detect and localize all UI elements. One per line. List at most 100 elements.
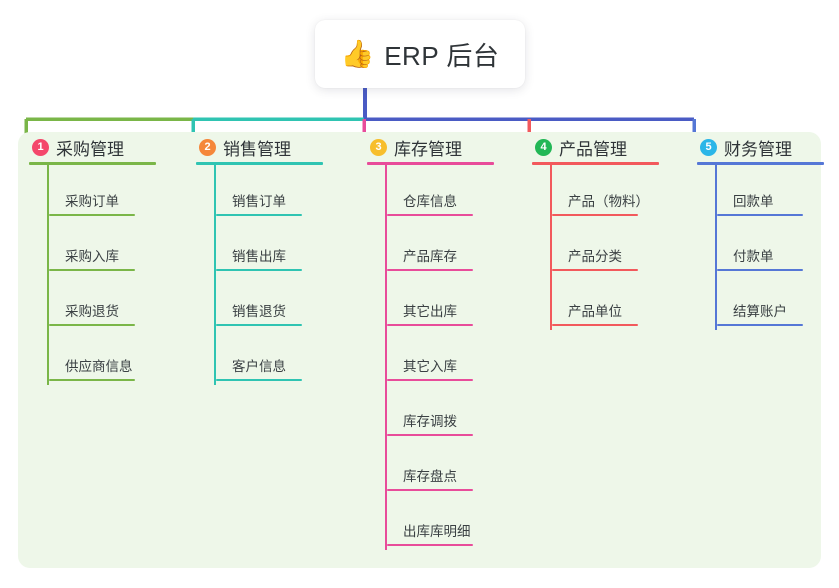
branch-item-underline (717, 214, 803, 216)
branch-item-underline (216, 324, 302, 326)
branch-item-label: 库存调拨 (403, 414, 457, 429)
root-node[interactable]: 👍 ERP 后台 (315, 20, 525, 88)
branch-item-underline (49, 324, 135, 326)
branch-item[interactable]: 销售订单 (198, 165, 352, 220)
branch-item-label: 出库库明细 (403, 524, 471, 539)
branch-column-2: 2 销售管理销售订单销售出库销售退货客户信息 (192, 132, 352, 385)
branch-item-label: 仓库信息 (403, 194, 457, 209)
branch-item-label: 供应商信息 (65, 359, 133, 374)
branch-item[interactable]: 销售出库 (198, 220, 352, 275)
branch-item[interactable]: 付款单 (699, 220, 839, 275)
branch-item-underline (717, 324, 803, 326)
thumbs-up-icon: 👍 (340, 38, 375, 69)
branch-title: 财务管理 (724, 139, 792, 159)
root-title: ERP 后台 (384, 40, 500, 71)
branch-column-3: 3 库存管理仓库信息产品库存其它出库其它入库库存调拨库存盘点出库库明细 (363, 132, 523, 550)
branch-item-label: 产品库存 (403, 249, 457, 264)
branch-title: 销售管理 (223, 139, 291, 159)
branch-item-label: 付款单 (733, 249, 774, 264)
branch-item[interactable]: 客户信息 (198, 330, 352, 385)
branch-item-list: 回款单付款单结算账户 (697, 165, 839, 330)
branch-title: 产品管理 (559, 139, 627, 159)
branch-item[interactable]: 结算账户 (699, 275, 839, 330)
branch-spine (47, 165, 49, 385)
branch-header-underline (697, 162, 824, 165)
branch-title: 库存管理 (394, 139, 462, 159)
branch-item-label: 采购退货 (65, 304, 119, 319)
branch-item-underline (216, 214, 302, 216)
branch-header-underline (196, 162, 323, 165)
branch-item-underline (387, 544, 473, 546)
branch-item-label: 其它出库 (403, 304, 457, 319)
branch-item[interactable]: 产品（物料） (534, 165, 688, 220)
branch-spine (715, 165, 717, 330)
branch-number-badge: 5 (700, 138, 717, 156)
branch-item-label: 销售出库 (232, 249, 286, 264)
branch-number-badge: 4 (535, 138, 552, 156)
branch-item-underline (552, 269, 638, 271)
branch-item[interactable]: 销售退货 (198, 275, 352, 330)
branch-item-underline (49, 269, 135, 271)
branch-item[interactable]: 供应商信息 (31, 330, 185, 385)
branch-item-label: 产品分类 (568, 249, 622, 264)
branch-item[interactable]: 出库库明细 (369, 495, 523, 550)
branch-header-underline (29, 162, 156, 165)
branch-spine (550, 165, 552, 330)
branch-header-underline (367, 162, 494, 165)
branch-item-label: 销售订单 (232, 194, 286, 209)
branch-column-4: 4 产品管理产品（物料） 产品分类产品单位 (528, 132, 688, 330)
branch-item-underline (49, 214, 135, 216)
branch-item-underline (387, 214, 473, 216)
branch-header-underline (532, 162, 659, 165)
branch-item-list: 销售订单销售出库销售退货客户信息 (196, 165, 352, 385)
branch-item-underline (552, 214, 638, 216)
branch-item[interactable]: 库存调拨 (369, 385, 523, 440)
branch-item-list: 采购订单采购入库采购退货供应商信息 (29, 165, 185, 385)
branch-item[interactable]: 产品单位 (534, 275, 688, 330)
branch-item[interactable]: 仓库信息 (369, 165, 523, 220)
branch-item-underline (387, 489, 473, 491)
branch-number-badge: 2 (199, 138, 216, 156)
branch-item[interactable]: 产品分类 (534, 220, 688, 275)
branch-item[interactable]: 采购入库 (31, 220, 185, 275)
branch-item-label: 产品（物料） (568, 194, 649, 209)
branch-number-badge: 3 (370, 138, 387, 156)
branch-item-label: 产品单位 (568, 304, 622, 319)
branch-item-underline (717, 269, 803, 271)
branch-item-label: 回款单 (733, 194, 774, 209)
branch-item[interactable]: 库存盘点 (369, 440, 523, 495)
branch-item-underline (387, 324, 473, 326)
branch-item-underline (387, 434, 473, 436)
branch-item-label: 采购入库 (65, 249, 119, 264)
branch-column-5: 5 财务管理回款单付款单结算账户 (693, 132, 839, 330)
branch-item-label: 其它入库 (403, 359, 457, 374)
branch-header-5[interactable]: 5 财务管理 (693, 132, 839, 162)
branch-item-list: 仓库信息产品库存其它出库其它入库库存调拨库存盘点出库库明细 (367, 165, 523, 550)
branch-item-underline (216, 269, 302, 271)
branch-item-label: 库存盘点 (403, 469, 457, 484)
branch-item-label: 客户信息 (232, 359, 286, 374)
branch-item-underline (387, 269, 473, 271)
branch-item[interactable]: 采购订单 (31, 165, 185, 220)
branch-item-underline (216, 379, 302, 381)
branch-item-list: 产品（物料） 产品分类产品单位 (532, 165, 688, 330)
branch-spine (214, 165, 216, 385)
branch-item-label: 采购订单 (65, 194, 119, 209)
branch-header-2[interactable]: 2 销售管理 (192, 132, 352, 162)
branch-header-3[interactable]: 3 库存管理 (363, 132, 523, 162)
branch-item-label: 销售退货 (232, 304, 286, 319)
branch-item-underline (49, 379, 135, 381)
branch-item[interactable]: 回款单 (699, 165, 839, 220)
branch-header-4[interactable]: 4 产品管理 (528, 132, 688, 162)
branch-item-underline (552, 324, 638, 326)
branch-item-label: 结算账户 (733, 304, 787, 319)
branch-item[interactable]: 其它入库 (369, 330, 523, 385)
branch-item[interactable]: 其它出库 (369, 275, 523, 330)
branch-item[interactable]: 产品库存 (369, 220, 523, 275)
branch-item[interactable]: 采购退货 (31, 275, 185, 330)
branch-item-underline (387, 379, 473, 381)
